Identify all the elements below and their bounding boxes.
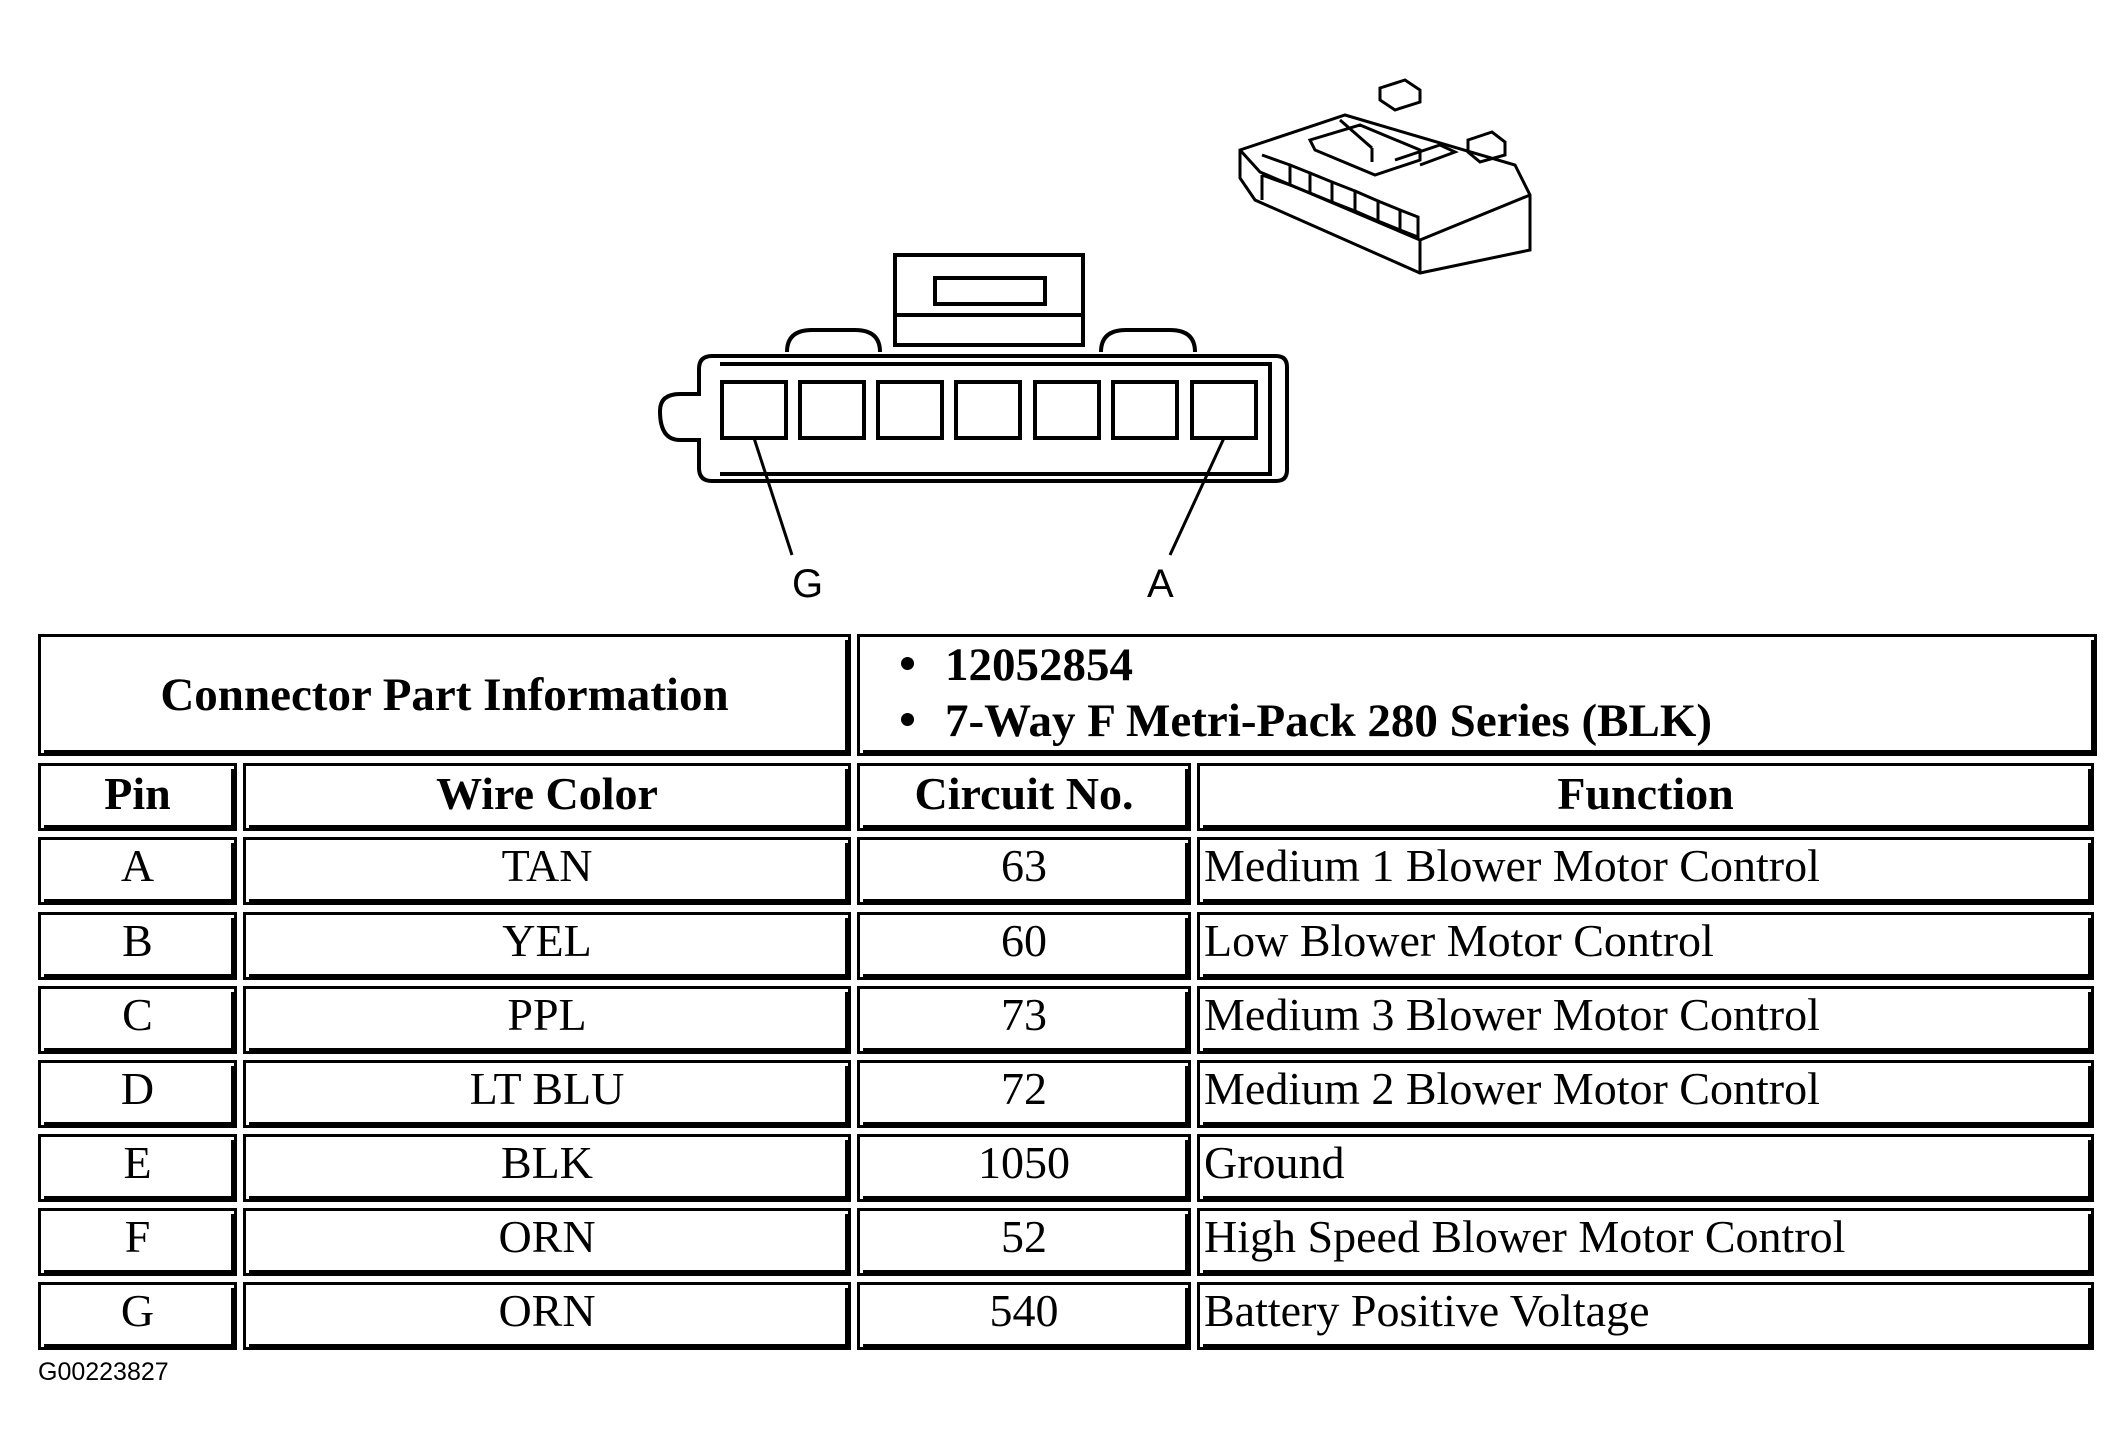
info-item: 12052854 — [901, 637, 2094, 693]
table-cell-wire-color: PPL — [243, 986, 851, 1054]
pin-label-a: A — [1147, 562, 1174, 606]
part-number: 12052854 — [945, 639, 1133, 691]
connector-bump-left — [785, 328, 882, 353]
table-cell-wire-color: ORN — [243, 1282, 851, 1350]
table-cell-function: Medium 1 Blower Motor Control — [1197, 837, 2094, 905]
connector-perspective — [1238, 78, 1532, 275]
table-cell-function: High Speed Blower Motor Control — [1197, 1208, 2094, 1276]
table-cell-circuit: 1050 — [857, 1134, 1191, 1202]
leader-a — [1168, 437, 1226, 556]
table-cell-function: Low Blower Motor Control — [1197, 912, 2094, 980]
table-cell-circuit: 60 — [857, 912, 1191, 980]
header-circuit-no: Circuit No. — [857, 763, 1191, 831]
table-cell-pin: F — [38, 1208, 237, 1276]
pin-label-g: G — [792, 562, 824, 606]
header-function: Function — [1197, 763, 2094, 831]
latch-window — [933, 276, 1047, 306]
connector-bump-right — [1099, 328, 1197, 353]
table-cell-wire-color: BLK — [243, 1134, 851, 1202]
connector-latch — [893, 253, 1085, 347]
table-cell-circuit: 52 — [857, 1208, 1191, 1276]
info-item: 7-Way F Metri-Pack 280 Series (BLK) — [901, 693, 2094, 749]
table-cell-function: Ground — [1197, 1134, 2094, 1202]
pin-cavities — [720, 380, 1258, 440]
figure-id: G00223827 — [38, 1358, 169, 1386]
table-cell-pin: B — [38, 912, 237, 980]
table-cell-circuit: 540 — [857, 1282, 1191, 1350]
table-cell-wire-color: TAN — [243, 837, 851, 905]
bullet-icon — [901, 657, 914, 670]
table-cell-function: Battery Positive Voltage — [1197, 1282, 2094, 1350]
table-cell-wire-color: ORN — [243, 1208, 851, 1276]
table-cell-pin: C — [38, 986, 237, 1054]
table-cell-pin: A — [38, 837, 237, 905]
table-cell-function: Medium 2 Blower Motor Control — [1197, 1060, 2094, 1128]
connector-info-title: Connector Part Information — [38, 634, 851, 756]
connector-body — [657, 354, 1289, 483]
table-cell-circuit: 63 — [857, 837, 1191, 905]
leader-g — [752, 437, 794, 556]
bullet-icon — [901, 713, 914, 726]
table-cell-pin: D — [38, 1060, 237, 1128]
table-cell-wire-color: YEL — [243, 912, 851, 980]
table-cell-function: Medium 3 Blower Motor Control — [1197, 986, 2094, 1054]
connector-drawing — [657, 78, 1532, 556]
table-cell-wire-color: LT BLU — [243, 1060, 851, 1128]
header-wire-color: Wire Color — [243, 763, 851, 831]
header-pin: Pin — [38, 763, 237, 831]
table-cell-pin: E — [38, 1134, 237, 1202]
table-cell-circuit: 72 — [857, 1060, 1191, 1128]
connector-info-list: 12052854 7-Way F Metri-Pack 280 Series (… — [857, 634, 2097, 756]
connector-description: 7-Way F Metri-Pack 280 Series (BLK) — [945, 695, 1713, 747]
table-cell-circuit: 73 — [857, 986, 1191, 1054]
table-cell-pin: G — [38, 1282, 237, 1350]
